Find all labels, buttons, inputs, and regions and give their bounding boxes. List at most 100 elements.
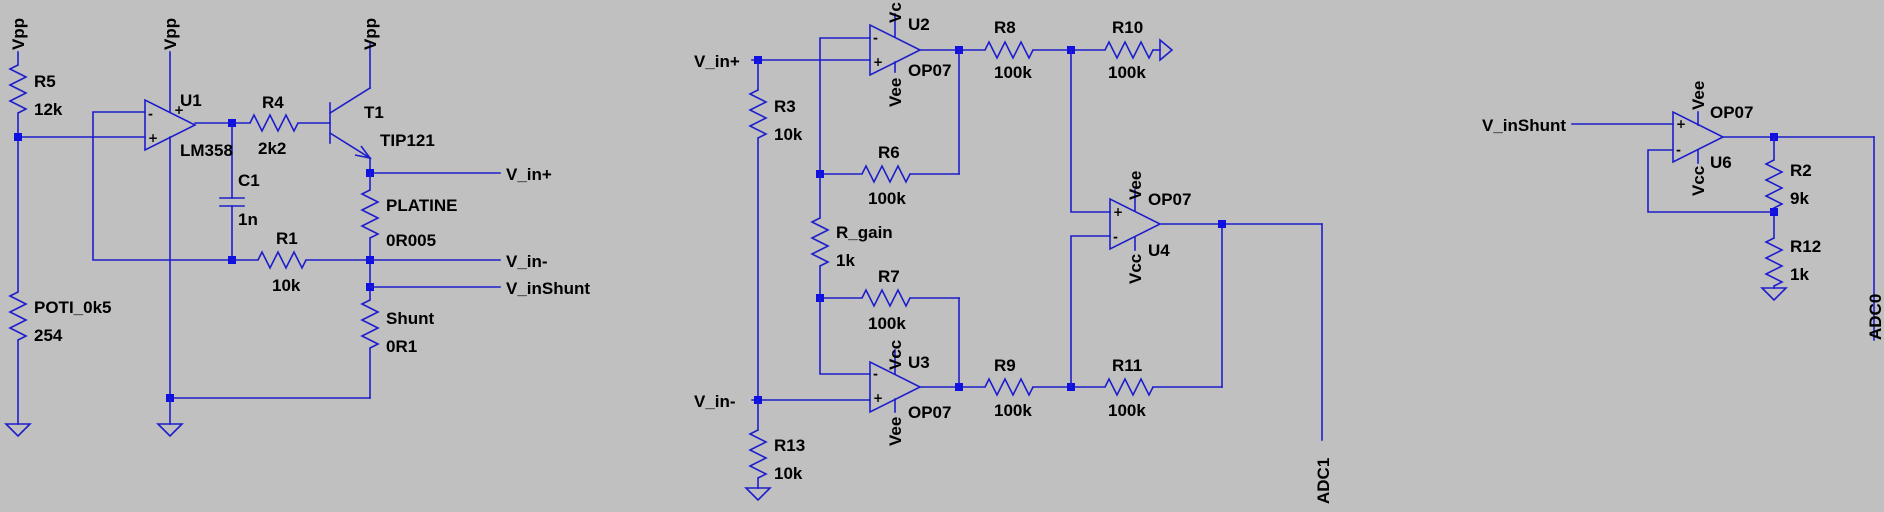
rgain-value: 1k bbox=[836, 251, 855, 270]
r2-ref: R2 bbox=[1790, 161, 1812, 180]
r5-ref: R5 bbox=[34, 72, 56, 91]
resistor-r-gain bbox=[810, 217, 830, 267]
wire bbox=[819, 297, 871, 375]
supply-label-vcc: Vcc bbox=[886, 340, 905, 370]
r10-ref: R10 bbox=[1112, 18, 1143, 37]
r4-value: 2k2 bbox=[258, 139, 286, 158]
r9-value: 100k bbox=[994, 401, 1032, 420]
u1-ref: U1 bbox=[180, 91, 202, 110]
ground-symbol bbox=[1760, 287, 1788, 302]
resistor-r7 bbox=[861, 288, 911, 308]
u6-ref: U6 bbox=[1710, 153, 1732, 172]
supply-label-vcc: Vcc bbox=[1126, 254, 1145, 284]
wire bbox=[92, 111, 233, 261]
resistor-r2 bbox=[1764, 159, 1784, 209]
u2-value: OP07 bbox=[908, 61, 951, 80]
opamp-plus-sign: + bbox=[873, 391, 883, 405]
resistor-r11 bbox=[1104, 377, 1154, 397]
resistor-r12 bbox=[1764, 237, 1784, 287]
resistor-r3 bbox=[748, 89, 768, 139]
net-label-vin-minus: V_in- bbox=[694, 392, 736, 411]
r13-ref: R13 bbox=[774, 436, 805, 455]
t1-value: TIP121 bbox=[380, 131, 435, 150]
net-label-vin-plus: V_in+ bbox=[506, 165, 552, 184]
supply-label-vee: Vee bbox=[886, 78, 905, 107]
supply-label-vee: Vee bbox=[1126, 171, 1145, 200]
r12-ref: R12 bbox=[1790, 237, 1821, 256]
resistor-poti bbox=[8, 291, 28, 341]
shunt-value: 0R1 bbox=[386, 337, 417, 356]
supply-label-vpp: Vpp bbox=[161, 18, 180, 50]
r3-ref: R3 bbox=[774, 97, 796, 116]
supply-label-vcc: Vcc bbox=[1689, 166, 1708, 196]
net-label-adc0: ADC0 bbox=[1866, 294, 1884, 340]
net-label-vin-shunt: V_inShunt bbox=[1482, 116, 1566, 135]
opamp-minus-sign: - bbox=[1676, 143, 1681, 157]
c1-ref: C1 bbox=[238, 171, 260, 190]
opamp-minus-sign: - bbox=[873, 31, 878, 45]
ground-symbol bbox=[156, 423, 184, 438]
opamp-minus-sign: - bbox=[148, 107, 153, 121]
u3-value: OP07 bbox=[908, 403, 951, 422]
junction-dot bbox=[955, 383, 963, 391]
resistor-r1 bbox=[257, 250, 307, 270]
transistor-t1-collector bbox=[328, 86, 372, 115]
u1-value: LM358 bbox=[180, 141, 233, 160]
ground-symbol bbox=[4, 423, 32, 438]
r8-ref: R8 bbox=[994, 18, 1016, 37]
opamp-plus-sign: + bbox=[1676, 117, 1686, 131]
supply-label-vpp: Vpp bbox=[9, 18, 28, 50]
net-label-vin-minus: V_in- bbox=[506, 252, 548, 271]
r6-ref: R6 bbox=[878, 143, 900, 162]
r10-value: 100k bbox=[1108, 63, 1146, 82]
u4-value: OP07 bbox=[1148, 190, 1191, 209]
supply-label-vee: Vee bbox=[886, 417, 905, 446]
instrumentation-amp-section bbox=[744, 13, 1323, 502]
opamp-plus-sign: + bbox=[1113, 205, 1123, 219]
ground-symbol bbox=[744, 487, 772, 502]
r7-ref: R7 bbox=[878, 267, 900, 286]
platine-value: 0R005 bbox=[386, 231, 436, 250]
platine-ref: PLATINE bbox=[386, 196, 457, 215]
shunt-ref: Shunt bbox=[386, 309, 434, 328]
r1-value: 10k bbox=[272, 276, 301, 295]
transistor-t1-arrow bbox=[354, 145, 372, 160]
supply-label-vpp: Vpp bbox=[361, 18, 380, 50]
junction-dot bbox=[14, 133, 22, 141]
net-label-adc1: ADC1 bbox=[1314, 458, 1333, 504]
ground-symbol bbox=[1159, 38, 1174, 62]
resistor-r8 bbox=[984, 40, 1034, 60]
resistor-r9 bbox=[984, 377, 1034, 397]
opamp-minus-sign: - bbox=[873, 367, 878, 381]
transistor-t1-emitter bbox=[328, 131, 372, 160]
r2-value: 9k bbox=[1790, 189, 1809, 208]
u4-ref: U4 bbox=[1148, 241, 1170, 260]
r11-ref: R11 bbox=[1112, 356, 1142, 375]
r6-value: 100k bbox=[868, 189, 906, 208]
opamp-plus-sign: + bbox=[148, 131, 158, 145]
opamp-plus-sign: + bbox=[873, 55, 883, 69]
r13-value: 10k bbox=[774, 464, 803, 483]
resistor-platine bbox=[360, 189, 380, 239]
u6-value: OP07 bbox=[1710, 103, 1753, 122]
c1-value: 1n bbox=[238, 210, 258, 229]
t1-ref: T1 bbox=[364, 103, 384, 122]
u2-ref: U2 bbox=[908, 15, 930, 34]
wire bbox=[1070, 49, 1111, 213]
r7-value: 100k bbox=[868, 314, 906, 333]
r3-value: 10k bbox=[774, 125, 803, 144]
resistor-r13 bbox=[748, 429, 768, 479]
resistor-r5 bbox=[8, 64, 28, 114]
r9-ref: R9 bbox=[994, 356, 1016, 375]
supply-label-vee: Vee bbox=[1689, 81, 1708, 110]
opamp-minus-sign: - bbox=[1113, 230, 1118, 244]
junction-dot bbox=[1218, 220, 1226, 228]
wire bbox=[1070, 235, 1111, 388]
opamp-plus-sign: + bbox=[174, 103, 184, 117]
wire bbox=[819, 37, 871, 176]
resistor-r6 bbox=[861, 164, 911, 184]
r1-ref: R1 bbox=[276, 229, 298, 248]
net-label-vin-shunt: V_inShunt bbox=[506, 279, 590, 298]
r12-value: 1k bbox=[1790, 265, 1809, 284]
